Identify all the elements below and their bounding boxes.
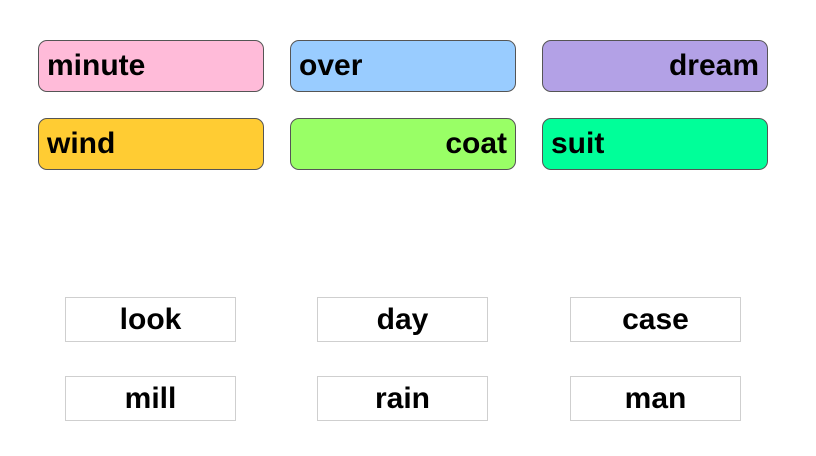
word-card-man[interactable]: man	[570, 376, 741, 421]
word-card-mill[interactable]: mill	[65, 376, 236, 421]
target-tile-suit[interactable]: suit	[542, 118, 768, 170]
word-card-rain[interactable]: rain	[317, 376, 488, 421]
word-card-case[interactable]: case	[570, 297, 741, 342]
target-tile-wind[interactable]: wind	[38, 118, 264, 170]
word-card-day[interactable]: day	[317, 297, 488, 342]
target-tile-coat[interactable]: coat	[290, 118, 516, 170]
target-tile-dream[interactable]: dream	[542, 40, 768, 92]
target-tile-minute[interactable]: minute	[38, 40, 264, 92]
target-tile-over[interactable]: over	[290, 40, 516, 92]
word-card-look[interactable]: look	[65, 297, 236, 342]
